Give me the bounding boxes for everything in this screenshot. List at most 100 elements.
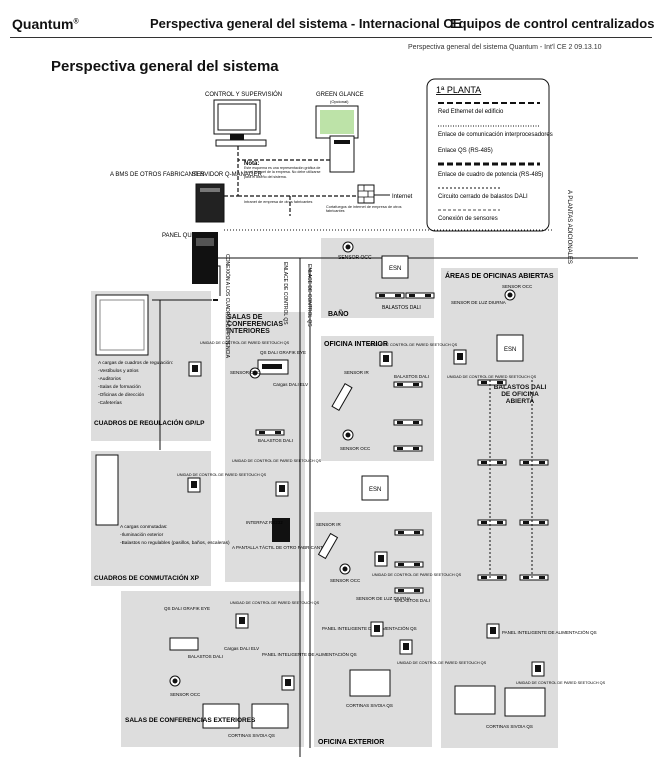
bano-balastos: BALASTOS DALI [382,305,421,311]
label-link-qs-2: ENLACE DE CONTROL QS [306,264,312,327]
areas-esn [496,334,524,362]
salas-ext-balastos: BALASTOS DALI [188,654,223,659]
salas-ext-grafik-device [169,637,199,651]
oficina-int-balastos: BALASTOS DALI [394,374,429,379]
label-green-glance: GREEN GLANCE [316,92,364,98]
areas-balastos: BALASTOS DALI DE OFICINA ABIERTA [493,384,547,405]
oficina-ext-sensor-luz: SENSOR DE LUZ DIURNA [356,596,411,601]
oficina-int-sensor-ir: SENSOR IR [344,370,370,375]
ir-remote-icon-2 [317,532,339,560]
cargas-reg-title: A cargas de cuadros de regulación: [98,360,173,366]
interfaz-rs232-icon [272,518,290,542]
bano-esn-label: ESN [389,266,401,272]
oficina-ext-sensor-ir: SENSOR IR [316,522,342,527]
oficina-ext-balastos: BALASTOS DALI [395,598,430,603]
oficina-ext-cortina [349,669,391,697]
oficina-ext-unidad: UNIDAD DE CONTROL DE PARED SEETOUCH QS [372,573,462,577]
salas-int-sensor: SENSOR OCC [230,370,261,375]
areas-sensor-occ: SENSOR OCC [502,284,533,289]
areas-unidad-2: UNIDAD DE CONTROL DE PARED SEETOUCH QS [516,681,606,685]
salas-int-grafik: QS DALI GRAFIK EYE [260,350,306,355]
conm-unidad: UNIDAD DE CONTROL DE PARED SEETOUCH QS [177,473,267,477]
oficina-ext-esn-label: ESN [369,487,381,493]
cargas-reg-item-3: -Salas de formación [98,384,141,390]
cuadros-conm-title: CUADROS DE CONMUTACIÓN XP [94,573,200,582]
zone-salas-interiores [225,312,305,582]
oficina-ext-panel: PANEL INTELIGENTE DE ALIMENTACIÓN QS [322,625,417,631]
quantum-panel-icon [192,232,218,284]
header-section: Equipos de control centralizados [450,16,655,31]
label-interfaz: INTERFAZ RS232 [246,520,283,525]
header-divider [10,37,652,38]
salas-int-unidad: UNIDAD DE CONTROL DE PARED SEETOUCH QS [200,341,290,345]
oficina-ext-cortinas-label: CORTINAS SIVOIA QS [346,703,393,708]
green-glance-screen-icon [315,105,359,142]
label-internet: Internet [392,194,413,200]
areas-cortina-2 [504,687,546,717]
salas-ext-unidad: UNIDAD DE CONTROL DE PARED SEETOUCH QS [230,601,320,605]
cuadro-conmutacion-icon [95,454,119,526]
salas-int-unidad-2: UNIDAD DE CONTROL DE PARED SEETOUCH QS [232,459,322,463]
cargas-reg-item-5: -Cafeterías [98,400,122,406]
header-title: Perspectiva general del sistema - Intern… [150,16,462,31]
legend-item-sensores: Conexión de sensores [438,216,498,222]
firewall-icon [357,184,375,204]
legend-item-interprocesadores: Enlace de comunicación interprocesadores [438,132,553,138]
oficina-ext-title: OFICINA EXTERIOR [318,739,384,746]
salas-int-balastos: BALASTOS DALI [258,438,293,443]
label-panel: PANEL QUANTUM [162,233,213,239]
label-link-potencia: CONEXIÓN A LOS CUADROS DE POTENCIA [224,254,231,359]
salas-ext-cargas: Cargas DALI ELV [224,646,259,651]
label-firewall: Cortafuegos de internet de empresa de ot… [326,205,402,213]
label-green-opt: (Opcional) [330,99,349,104]
computer-icon [213,99,267,147]
legend-item-ethernet: Red Ethernet del edificio [438,109,504,115]
oficina-int-sensor-occ: SENSOR OCC [340,446,371,451]
salas-ext-panel: PANEL INTELIGENTE DE ALIMENTACIÓN QS [262,651,357,657]
salas-ext-sensor: SENSOR OCC [170,692,201,697]
cargas-reg-item-2: -Auditorios [98,376,122,382]
server-icon [329,135,355,173]
salas-ext-cortinas-label: CORTINAS SIVOIA QS [228,733,275,738]
cargas-conm-item-2: -Balastos no regulables (pasillos, baños… [120,540,230,546]
legend-item-potencia: Enlace de cuadro de potencia (RS-485) [438,172,543,178]
label-servidor: SERVIDOR Q-MANAGER [192,172,263,178]
salas-ext-cortina-1 [202,703,240,729]
cargas-reg-item-1: -Vestíbulos y atrios [98,368,139,374]
legend-item-qs: Enlace QS (RS-485) [438,148,493,154]
note-body: Este esquema es una representación gráfi… [244,166,321,179]
brand-logo: Quantum® [12,16,79,32]
q-manager-server-icon [195,183,225,223]
label-intranet: Intranet de empresa de otros fabricantes [244,200,313,204]
oficina-int-title: OFICINA INTERIOR [324,341,388,348]
legend-title: 1ª PLANTA [436,85,481,95]
label-plantas: A PLANTAS ADICIONALES [566,190,572,264]
areas-sensor-luz: SENSOR DE LUZ DIURNA [451,300,506,305]
cuadros-reg-title: CUADROS DE REGULACIÓN GP/LP [94,418,205,427]
areas-esn-label: ESN [504,347,516,353]
label-control: CONTROL Y SUPERVISIÓN [205,91,282,98]
oficina-ext-esn [361,475,389,501]
cargas-reg-item-4: -Oficinas de dirección [98,392,144,398]
legend-item-dali: Circuito cerrado de balastos DALI [438,194,528,200]
salas-ext-grafik: QS DALI GRAFIK EYE [164,606,210,611]
areas-panel: PANEL INTELIGENTE DE ALIMENTACIÓN QS [502,629,597,635]
header-subline: Perspectiva general del sistema Quantum … [408,44,602,51]
cargas-conm-item-1: -Iluminación exterior [120,532,164,538]
salas-int-title: SALAS DE CONFERENCIAS INTERIORES [227,314,284,335]
page-title: Perspectiva general del sistema [51,58,279,75]
areas-title-1: ÁREAS DE OFICINAS ABIERTAS [445,271,554,280]
label-bms: A BMS DE OTROS FABRICANTES [110,172,205,178]
bano-sensor-occ: SENSOR OCC [338,255,372,261]
bano-title: BAÑO [328,309,349,318]
salas-ext-title: SALAS DE CONFERENCIAS EXTERIORES [125,717,256,724]
page-header: Quantum® Perspectiva general del sistema… [0,0,662,40]
note-title: Nota: [244,161,259,167]
salas-int-cargas: Cargas DALI ELV [273,382,308,387]
oficina-ext-sensor-occ: SENSOR OCC [330,578,361,583]
legend-box [426,78,550,232]
oficina-ext-unidad-2: UNIDAD DE CONTROL DE PARED SEETOUCH QS [397,661,487,665]
ir-remote-icon [331,383,353,411]
cargas-conm-title: A cargas conmutadas: [120,524,167,530]
